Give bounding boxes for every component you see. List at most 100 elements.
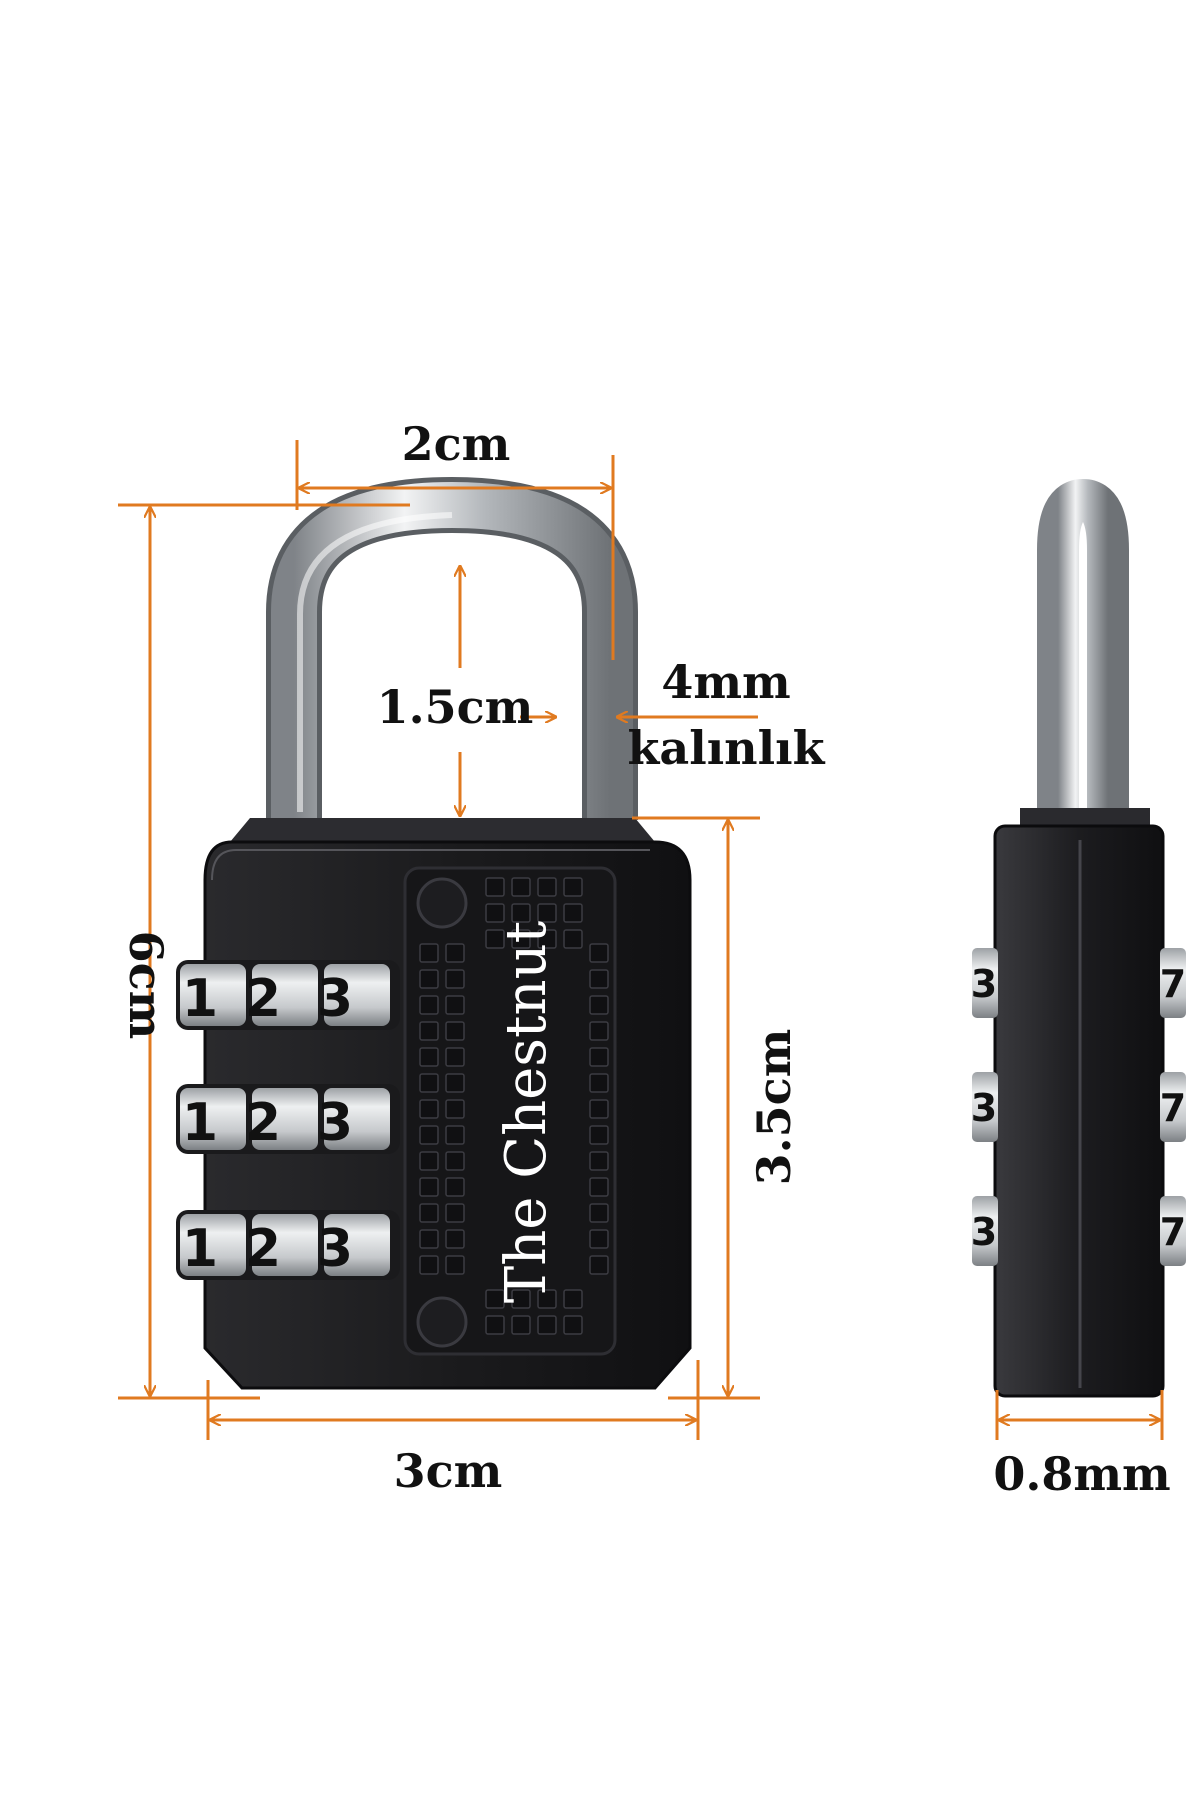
texture-square	[419, 1203, 439, 1223]
front-rivet-top	[416, 877, 468, 929]
texture-square	[445, 1073, 465, 1093]
texture-square	[419, 943, 439, 963]
texture-square	[537, 929, 557, 949]
texture-square	[589, 1177, 609, 1197]
side-dial-left-1[interactable]: 3	[971, 948, 998, 1018]
texture-square	[589, 1255, 609, 1275]
side-left-digit-3: 3	[971, 1210, 997, 1254]
dial-1-digit-2: 2	[245, 969, 281, 1029]
texture-square	[563, 929, 583, 949]
label-thickness-word: kalınlık	[628, 721, 826, 775]
texture-square	[419, 1151, 439, 1171]
texture-square	[445, 1125, 465, 1145]
texture-square	[485, 877, 505, 897]
texture-square	[589, 1229, 609, 1249]
texture-square	[445, 969, 465, 989]
dial-wheel-2c	[324, 1088, 390, 1150]
front-dial-3[interactable]: 1 2 3	[176, 1210, 400, 1280]
texture-square	[537, 1289, 557, 1309]
texture-square	[563, 1289, 583, 1309]
side-dial-left-3[interactable]: 3	[971, 1196, 998, 1266]
texture-square	[445, 1047, 465, 1067]
texture-square	[511, 1289, 531, 1309]
label-depth: 0.8mm	[993, 1447, 1170, 1501]
label-shackle-width: 2cm	[402, 417, 511, 471]
texture-square	[511, 903, 531, 923]
texture-square	[419, 1021, 439, 1041]
dial-wheel-1a	[180, 964, 246, 1026]
texture-square	[589, 1099, 609, 1119]
texture-square	[589, 943, 609, 963]
front-rivet-bottom	[416, 1296, 468, 1348]
texture-square	[485, 929, 505, 949]
front-dial-1[interactable]: 1 2 3	[176, 960, 400, 1030]
texture-square	[589, 1151, 609, 1171]
dial-wheel-1c	[324, 964, 390, 1026]
dial-wheel-1b	[252, 964, 318, 1026]
front-dial-2[interactable]: 1 2 3	[176, 1084, 400, 1154]
texture-square	[419, 1073, 439, 1093]
texture-square	[419, 969, 439, 989]
side-right-digit-1: 7	[1160, 962, 1186, 1006]
texture-square	[419, 1255, 439, 1275]
dial-wheel-3c	[324, 1214, 390, 1276]
label-body-width: 3cm	[394, 1444, 503, 1498]
dial-2-digit-2: 2	[245, 1093, 281, 1153]
front-texture-squares	[419, 877, 609, 1335]
texture-square	[589, 995, 609, 1015]
label-body-height: 3.5cm	[747, 1029, 801, 1186]
dial-3-digit-1: 1	[182, 1219, 218, 1279]
side-dial-right-3[interactable]: 7	[1160, 1196, 1186, 1266]
dial-1-digit-1: 1	[182, 969, 218, 1029]
texture-square	[419, 1229, 439, 1249]
brand-name: The Chestnut	[494, 920, 559, 1303]
texture-square	[563, 903, 583, 923]
texture-square	[419, 1099, 439, 1119]
dial-wheel-3b	[252, 1214, 318, 1276]
texture-square	[445, 943, 465, 963]
dial-wheel-3a	[180, 1214, 246, 1276]
texture-square	[563, 1315, 583, 1335]
dial-1-digit-3: 3	[317, 969, 353, 1029]
dial-2-digit-1: 1	[182, 1093, 218, 1153]
label-shackle-clearance: 1.5cm	[377, 680, 534, 734]
label-total-height: 6cm	[119, 931, 173, 1040]
texture-square	[485, 903, 505, 923]
texture-square	[485, 1289, 505, 1309]
texture-square	[589, 1203, 609, 1223]
side-shackle	[1037, 478, 1129, 830]
dimension-labels: 2cm 6cm 1.5cm 4mm kalınlık 3.5cm 3cm 0.8…	[119, 417, 1171, 1501]
texture-square	[445, 1255, 465, 1275]
texture-square	[419, 1125, 439, 1145]
dial-2-digit-3: 3	[317, 1093, 353, 1153]
texture-square	[419, 1177, 439, 1197]
side-right-digit-2: 7	[1160, 1086, 1186, 1130]
texture-square	[589, 1073, 609, 1093]
texture-square	[537, 1315, 557, 1335]
dial-wheel-2a	[180, 1088, 246, 1150]
texture-square	[563, 877, 583, 897]
texture-square	[445, 995, 465, 1015]
texture-square	[445, 1203, 465, 1223]
side-dial-right-1[interactable]: 7	[1160, 948, 1186, 1018]
side-dial-right-2[interactable]: 7	[1160, 1072, 1186, 1142]
side-right-digit-3: 7	[1160, 1210, 1186, 1254]
texture-square	[445, 1151, 465, 1171]
dial-wheel-2b	[252, 1088, 318, 1150]
front-padlock: The Chestnut 1 2 3 1 2 3 1 2 3	[176, 476, 692, 1390]
dial-3-digit-3: 3	[317, 1219, 353, 1279]
front-body-top-cap	[230, 818, 655, 842]
texture-square	[445, 1229, 465, 1249]
side-dial-left-2[interactable]: 3	[971, 1072, 998, 1142]
texture-square	[589, 1047, 609, 1067]
front-shackle-highlight	[271, 481, 633, 820]
texture-square	[537, 903, 557, 923]
texture-square	[537, 877, 557, 897]
texture-square	[445, 1099, 465, 1119]
texture-square	[589, 969, 609, 989]
side-left-digit-2: 3	[971, 1086, 997, 1130]
side-left-digit-1: 3	[971, 962, 997, 1006]
texture-square	[589, 1021, 609, 1041]
label-thickness-value: 4mm	[661, 655, 790, 709]
